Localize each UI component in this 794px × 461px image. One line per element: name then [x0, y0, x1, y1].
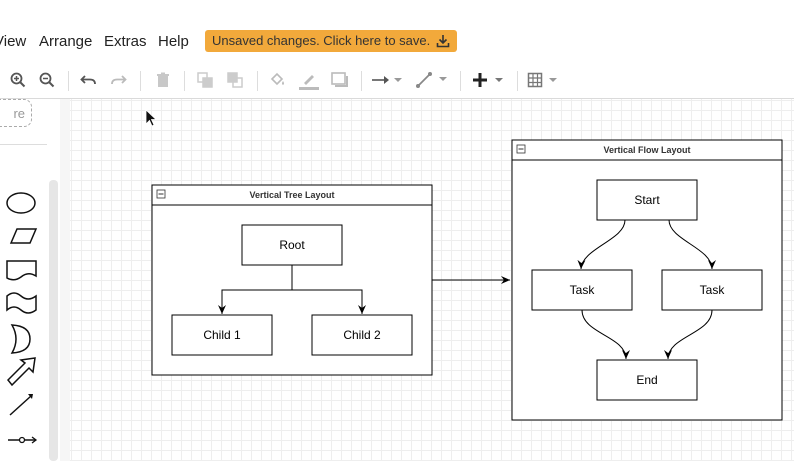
- shape-search-input[interactable]: re: [0, 99, 32, 127]
- connector-shape[interactable]: [8, 436, 38, 444]
- shapes-palette: [6, 192, 38, 444]
- zoom-out-icon: [39, 72, 55, 88]
- menu-view[interactable]: View: [0, 33, 27, 50]
- waypoint-icon: [416, 72, 447, 88]
- connection-style-button[interactable]: [370, 70, 404, 90]
- diagram-canvas[interactable]: [70, 99, 794, 461]
- trash-icon: [157, 72, 169, 87]
- toolbar-separator: [361, 71, 362, 91]
- sidebar-scrollbar[interactable]: [49, 180, 58, 461]
- menu-help[interactable]: Help: [158, 33, 189, 50]
- shadow-icon: [331, 72, 348, 87]
- parallelogram-shape[interactable]: [9, 228, 38, 244]
- document-shape[interactable]: [6, 260, 37, 281]
- shadow-button[interactable]: [330, 70, 350, 90]
- shape-search-placeholder: re: [13, 106, 25, 121]
- to-back-button[interactable]: [225, 70, 245, 90]
- to-front-icon: [197, 72, 213, 88]
- menu-bar: View Arrange Extras Help Unsaved changes…: [0, 0, 794, 62]
- toolbar: [0, 62, 794, 99]
- toolbar-separator: [257, 71, 258, 91]
- waypoints-button[interactable]: [414, 70, 450, 90]
- table-button[interactable]: [527, 70, 561, 90]
- to-front-button[interactable]: [195, 70, 215, 90]
- menu-extras[interactable]: Extras: [104, 33, 147, 50]
- redo-button[interactable]: [108, 70, 128, 90]
- zoom-out-button[interactable]: [37, 70, 57, 90]
- redo-icon: [111, 75, 127, 85]
- delete-button[interactable]: [153, 70, 173, 90]
- to-back-icon: [227, 72, 243, 88]
- toolbar-separator: [184, 71, 185, 91]
- zoom-in-icon: [10, 72, 26, 88]
- paint-bucket-icon: [270, 72, 284, 86]
- zoom-in-button[interactable]: [8, 70, 28, 90]
- toolbar-separator: [68, 71, 69, 91]
- menu-arrange[interactable]: Arrange: [39, 33, 93, 50]
- arrow-shape[interactable]: [6, 357, 36, 387]
- table-icon: [527, 72, 557, 88]
- fill-color-button[interactable]: [268, 70, 288, 90]
- sidebar-divider: [0, 144, 47, 145]
- moon-shape[interactable]: [10, 324, 31, 354]
- undo-icon: [80, 75, 96, 85]
- unsaved-changes-label: Unsaved changes. Click here to save.: [212, 33, 431, 48]
- arrow-right-icon: [372, 76, 402, 84]
- download-icon: [436, 35, 450, 48]
- toolbar-separator: [460, 71, 461, 91]
- tape-shape[interactable]: [6, 292, 37, 314]
- line-color-button[interactable]: [298, 70, 320, 90]
- toolbar-separator: [517, 71, 518, 91]
- unsaved-changes-button[interactable]: Unsaved changes. Click here to save.: [205, 30, 458, 52]
- insert-button[interactable]: [471, 70, 507, 90]
- toolbar-separator: [140, 71, 141, 91]
- ellipse-shape[interactable]: [6, 192, 36, 214]
- plus-icon: [473, 73, 503, 87]
- pencil-icon: [299, 75, 319, 90]
- undo-button[interactable]: [79, 70, 99, 90]
- line-shape[interactable]: [9, 394, 33, 416]
